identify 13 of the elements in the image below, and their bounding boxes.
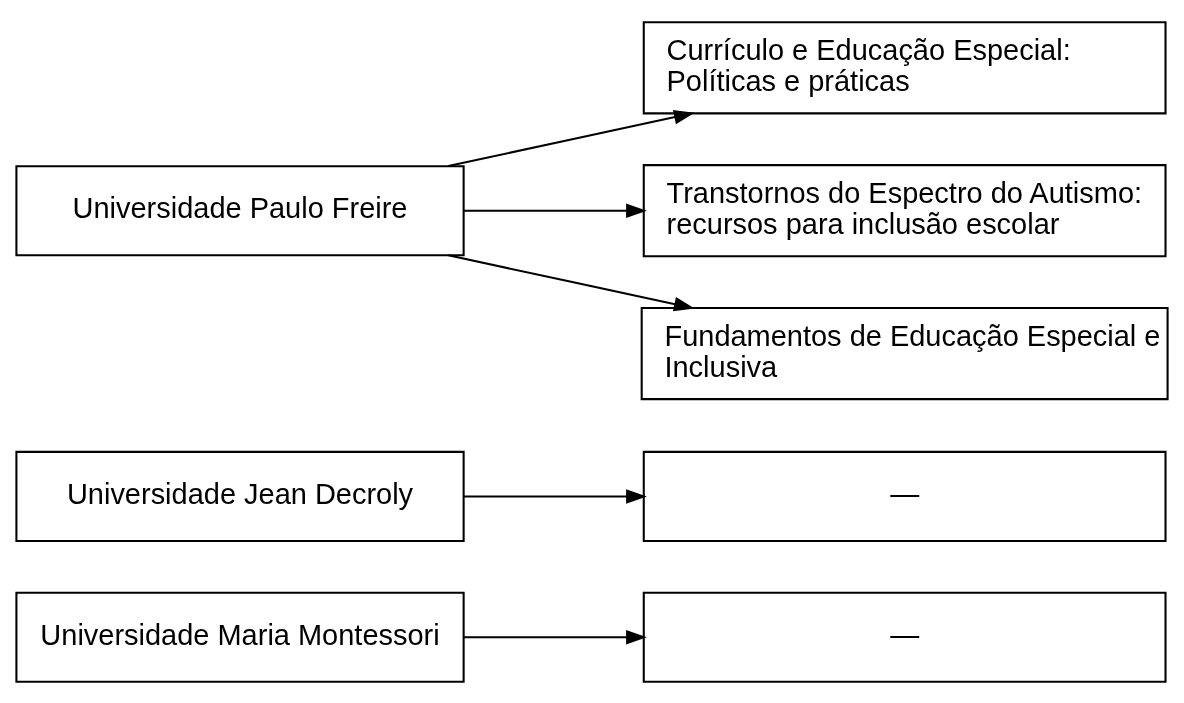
arrow [463, 488, 647, 504]
node-box: — [642, 591, 1167, 683]
node-box: Currículo e Educação Especial: Políticas e práticas [642, 20, 1167, 114]
node-box: Transtornos do Espectro do Autismo: recursos para inclusão escolar [642, 163, 1167, 257]
node-box: Fundamentos de Educação Especial e Inclusiva [640, 306, 1169, 400]
arrow [448, 253, 695, 311]
arrow [463, 202, 647, 218]
node-box: — [642, 450, 1167, 542]
node-box: Universidade Jean Decroly [15, 450, 465, 542]
node-box: Universidade Paulo Freire [15, 164, 465, 256]
arrow [463, 629, 647, 644]
arrow [448, 109, 695, 167]
node-box: Universidade Maria Montessori [15, 591, 465, 683]
